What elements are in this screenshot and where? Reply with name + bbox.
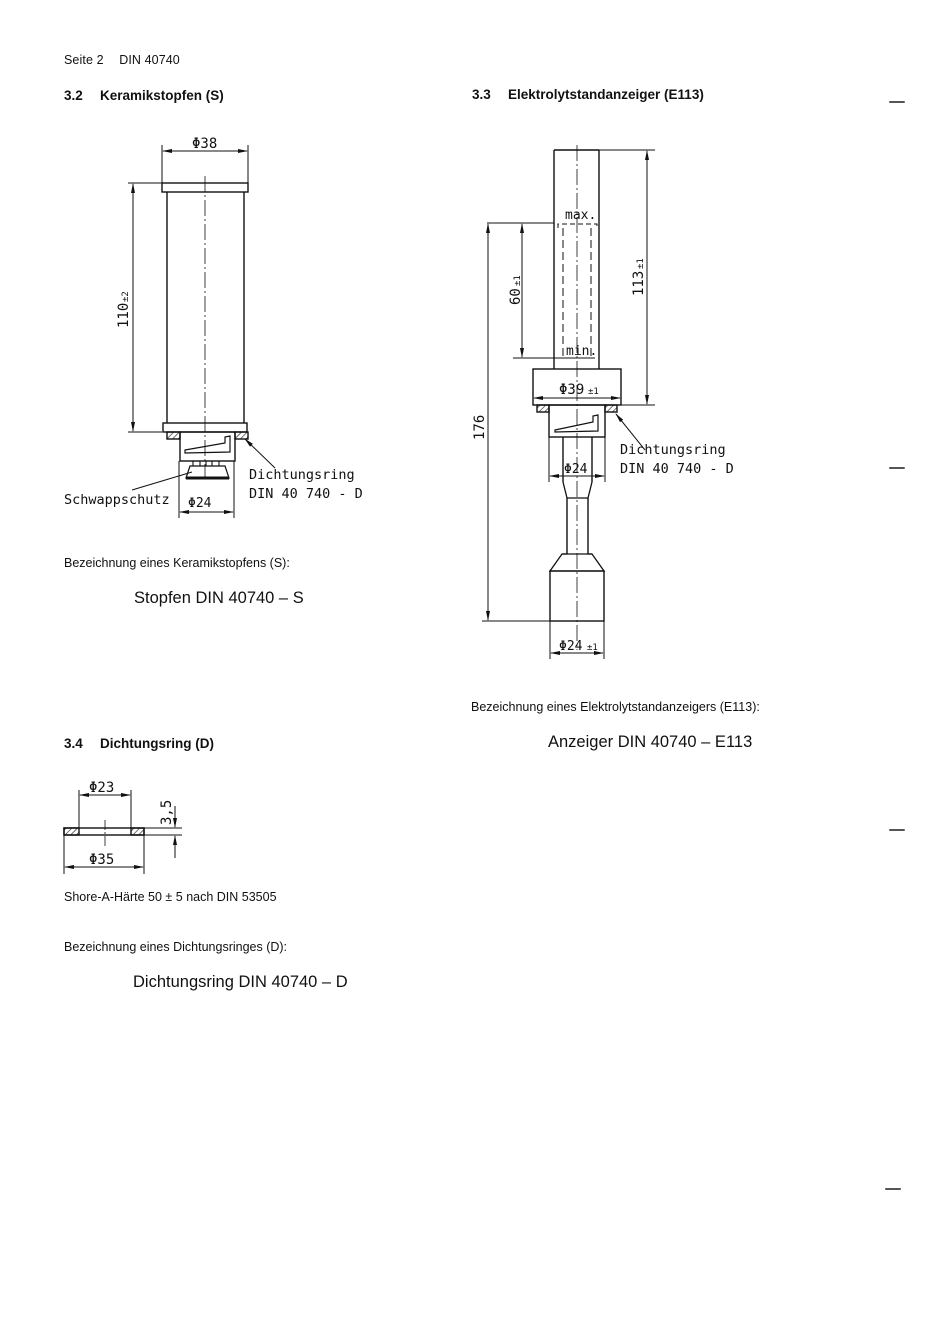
section-title: Dichtungsring (D) [100, 736, 214, 751]
dim-flange-diameter: Φ39 [559, 382, 584, 398]
drawing-elektrolytstandanzeiger [482, 145, 655, 659]
label-max: max. [565, 208, 596, 223]
dim-foot-diameter: Φ24 [559, 639, 583, 654]
dim-upper-length: 113 [631, 271, 647, 296]
caption-dichtungsring: Bezeichnung eines Dichtungsringes (D): [64, 940, 288, 954]
dim-flange-diameter-tolerance: ±1 [588, 387, 599, 397]
dim-diameter-top: Φ38 [192, 136, 217, 152]
section-heading-keramikstopfen: 3.2 Keramikstopfen (S) [64, 88, 224, 103]
label-dichtungsring-din: DIN 40 740 - D [249, 486, 363, 502]
section-number: 3.3 [472, 87, 491, 102]
margin-mark [885, 1188, 901, 1190]
dim-diameter-bottom: Φ24 [188, 496, 212, 511]
caption-keramikstopfen: Bezeichnung eines Keramikstopfens (S): [64, 556, 290, 570]
hardness-note: Shore-A-Härte 50 ± 5 nach DIN 53505 [64, 890, 277, 904]
label-dichtungsring-din: DIN 40 740 - D [620, 461, 734, 477]
section-title: Keramikstopfen (S) [100, 88, 224, 103]
label-min: min. [566, 344, 597, 359]
dim-thickness: 3,5 [159, 800, 175, 825]
margin-mark [889, 101, 905, 103]
dim-neck-diameter: Φ24 [564, 462, 588, 477]
drawing-keramikstopfen [128, 145, 276, 518]
label-dichtungsring: Dichtungsring [620, 442, 726, 458]
section-number: 3.4 [64, 736, 83, 751]
page-header: Seite 2 DIN 40740 [64, 53, 180, 67]
margin-mark [889, 829, 905, 831]
designation-dichtungsring: Dichtungsring DIN 40740 – D [133, 973, 348, 991]
designation-elektrolytstandanzeiger: Anzeiger DIN 40740 – E113 [548, 733, 753, 751]
label-dichtungsring: Dichtungsring [249, 467, 355, 483]
dim-height-tolerance: ±2 [121, 291, 131, 302]
dim-height: 110 [116, 303, 132, 328]
section-title: Elektrolytstandanzeiger (E113) [508, 87, 704, 102]
margin-mark [889, 467, 905, 469]
drawing-dichtungsring [63, 790, 182, 874]
page-number: Seite 2 [64, 53, 104, 67]
section-heading-dichtungsring: 3.4 Dichtungsring (D) [64, 736, 214, 751]
dim-outer-diameter: Φ35 [89, 852, 114, 868]
dim-level-range: 60 [508, 288, 524, 305]
dim-upper-length-tolerance: ±1 [636, 258, 646, 269]
dim-total-length: 176 [472, 415, 488, 440]
designation-keramikstopfen: Stopfen DIN 40740 – S [134, 589, 304, 607]
dim-foot-diameter-tolerance: ±1 [587, 643, 598, 653]
dim-inner-diameter: Φ23 [89, 780, 114, 796]
caption-elektrolytstandanzeiger: Bezeichnung eines Elektrolytstandanzeige… [471, 700, 760, 714]
section-number: 3.2 [64, 88, 83, 103]
section-heading-elektrolytstandanzeiger: 3.3 Elektrolytstandanzeiger (E113) [472, 87, 704, 102]
standard-number: DIN 40740 [119, 53, 180, 67]
dim-level-range-tolerance: ±1 [513, 275, 523, 286]
label-schwappschutz: Schwappschutz [64, 492, 170, 508]
